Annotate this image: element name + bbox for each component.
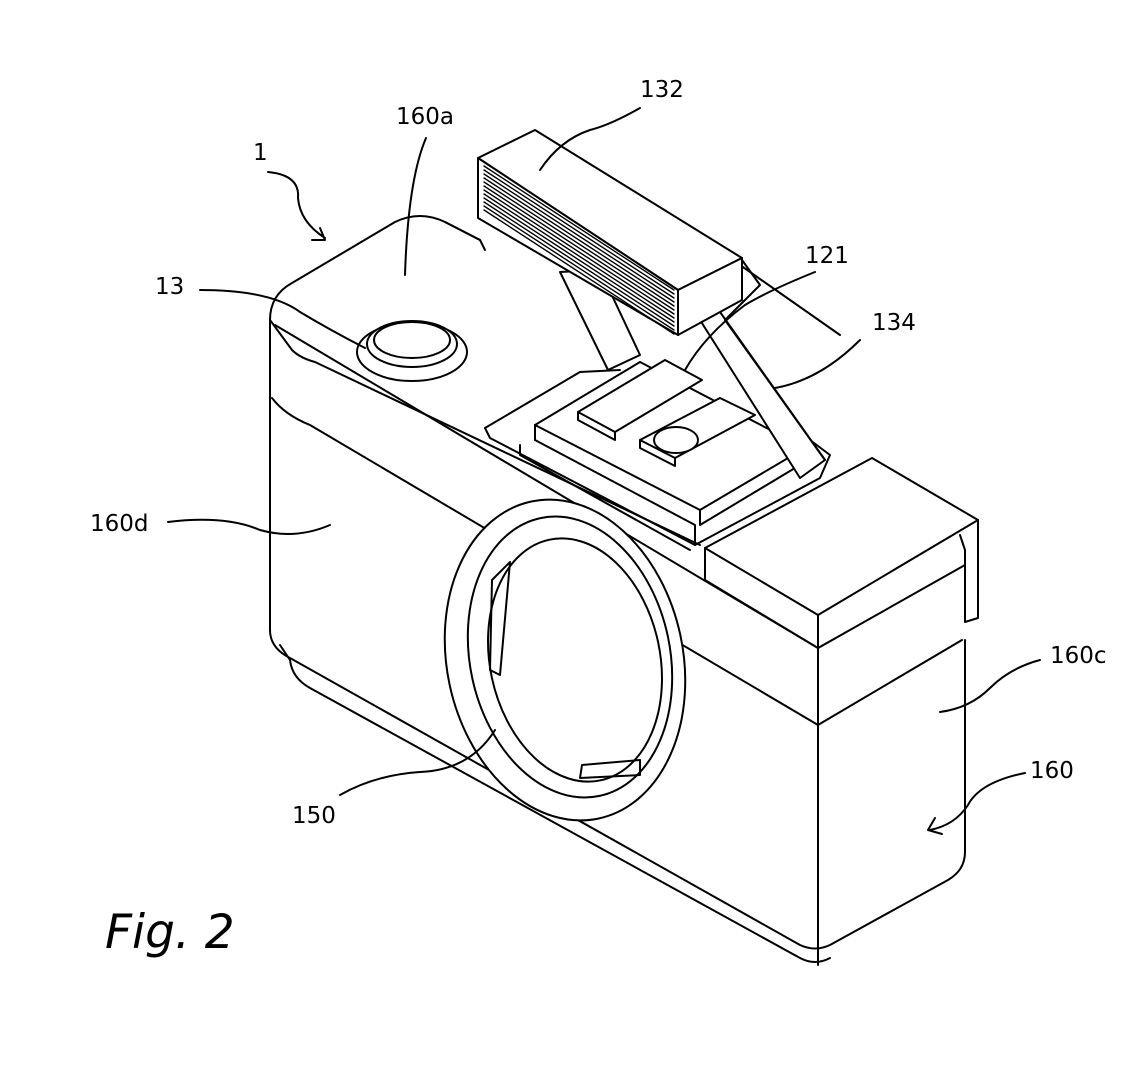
leader-lines [167, 107, 1041, 835]
shutter-button [356, 320, 468, 382]
flash-fresnel [483, 165, 675, 335]
flash-contact-icon [653, 426, 699, 454]
label-front-face: 160d [90, 511, 149, 537]
leader-160d [167, 518, 331, 535]
label-camera: 1 [253, 140, 268, 166]
top-hump [704, 457, 979, 649]
label-top-surface: 160a [396, 104, 454, 130]
leader-150 [339, 729, 496, 796]
arrow-1-icon [311, 227, 326, 241]
flash-arm [559, 259, 826, 479]
label-shutter-button: 13 [155, 274, 184, 300]
figure-caption: Fig. 2 [105, 905, 235, 960]
flash-head [477, 129, 743, 336]
leader-1 [267, 171, 326, 239]
label-body: 160 [1030, 758, 1074, 784]
leader-160a [404, 137, 427, 276]
leader-13 [199, 289, 366, 349]
leader-160c [939, 659, 1041, 713]
reference-labels: 1 160a 13 132 121 134 160d 160c 160 150 [90, 77, 1107, 829]
leader-132 [539, 107, 641, 171]
label-side-face: 160c [1050, 643, 1107, 669]
leader-134 [774, 339, 861, 389]
label-lens-mount: 150 [292, 803, 336, 829]
lens-mount [443, 498, 687, 822]
camera-drawing [167, 107, 1041, 966]
leader-121 [684, 271, 816, 371]
label-flash-arm: 134 [872, 310, 916, 336]
label-hot-shoe: 121 [805, 243, 849, 269]
label-flash-head: 132 [640, 77, 684, 103]
arrow-160-icon [927, 817, 943, 835]
leader-160 [929, 772, 1026, 831]
